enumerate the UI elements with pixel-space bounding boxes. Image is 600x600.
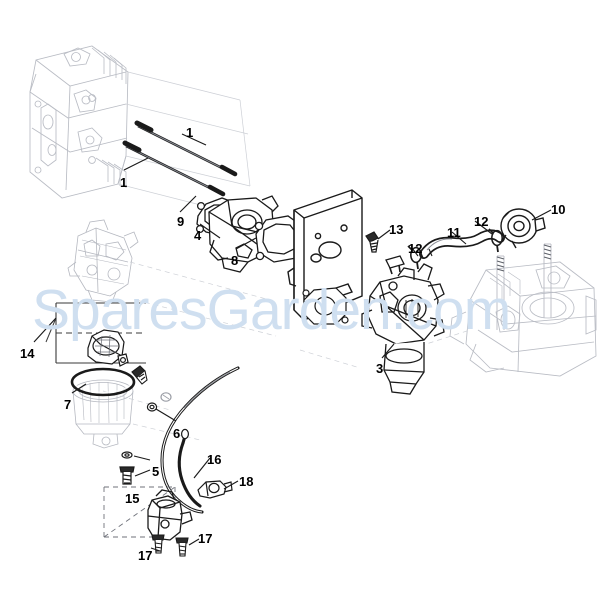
part-choke-cover	[87, 329, 129, 367]
part-carburetor	[361, 255, 445, 395]
part-cable-grommet	[146, 392, 172, 412]
part-spark-plug-lead	[160, 366, 240, 514]
part-terminal-connector	[197, 480, 233, 499]
callout-12-upper: 12	[474, 214, 489, 229]
part-breather-valve	[500, 208, 546, 249]
part-breather-hose	[419, 229, 505, 259]
ghost-engine-block	[29, 45, 129, 199]
callout-13: 13	[389, 222, 404, 237]
callout-10: 10	[551, 202, 566, 217]
callout-1-upper: 1	[186, 125, 194, 140]
callout-15: 15	[125, 491, 140, 506]
part-hose-clips	[407, 228, 503, 270]
callout-9: 9	[177, 214, 185, 229]
part-o-ring	[70, 367, 136, 397]
screw-coil-right	[175, 537, 189, 557]
ghost-engine-crankcase-right	[449, 261, 597, 377]
part-heat-shield-plate	[287, 189, 363, 321]
callout-12-lower: 12	[408, 241, 423, 256]
callout-7: 7	[64, 397, 72, 412]
callout-1-lower: 1	[120, 175, 128, 190]
callout-5: 5	[152, 464, 160, 479]
callout-11: 11	[447, 225, 461, 240]
ghost-engine-block-shadow-lines	[117, 71, 251, 215]
callout-8: 8	[231, 253, 239, 268]
part-cylinder-head-studs	[125, 123, 235, 194]
hose-clip-upper	[488, 228, 503, 253]
callout-14: 14	[20, 346, 35, 361]
ghost-float-bowl	[72, 379, 134, 449]
callout-17-left: 17	[138, 548, 153, 563]
part-screw-heat-shield	[365, 231, 379, 253]
ghost-carburetor-reference	[67, 219, 139, 303]
callout-4: 4	[194, 228, 202, 243]
part-ignition-coil	[147, 489, 193, 541]
part-screw-choke-cover	[131, 365, 148, 385]
callout-3: 3	[376, 361, 384, 376]
hose-clip-lower	[407, 245, 422, 270]
group-bracket-15	[103, 486, 176, 538]
callout-18: 18	[239, 474, 254, 489]
callout-6: 6	[173, 426, 181, 441]
callout-17-right: 17	[198, 531, 213, 546]
ghost-stud-bolts-right	[496, 243, 552, 330]
part-carb-mount-gasket	[302, 287, 349, 325]
part-screw-and-washer	[119, 451, 135, 485]
callout-16: 16	[207, 452, 222, 467]
leader-lines	[33, 133, 552, 552]
